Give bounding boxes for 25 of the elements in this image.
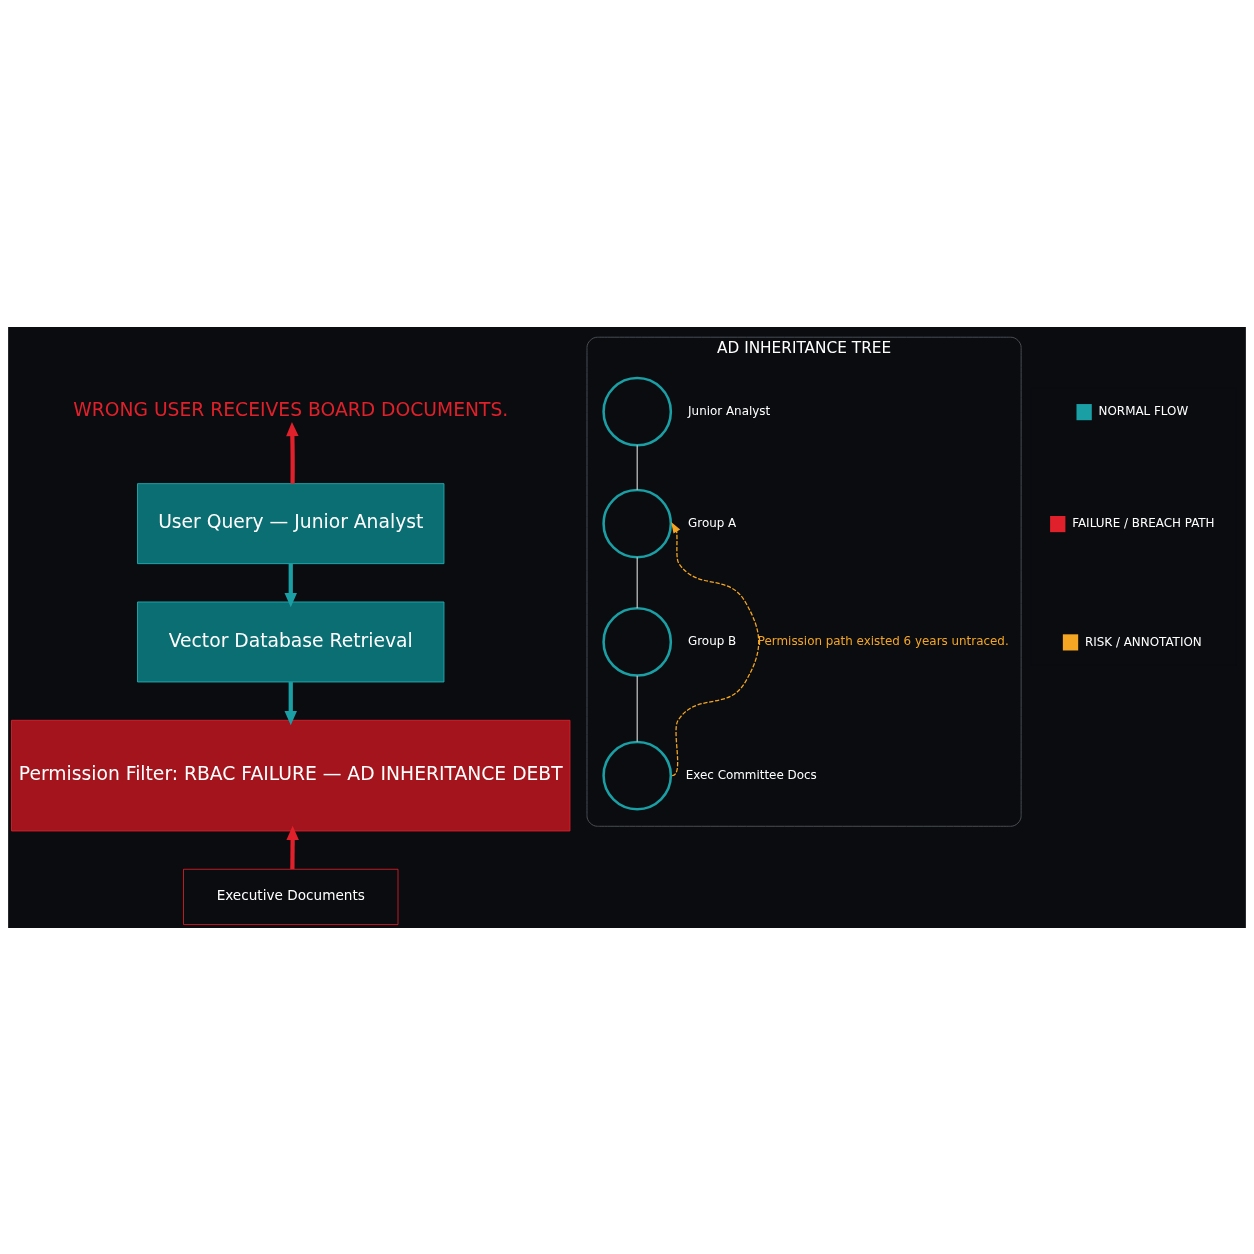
node-text: WRONG USER RECEIVES BOARD DOCUMENTS.: [73, 398, 509, 420]
node-box: Permission Filter: RBAC FAILURE — AD INHERITANCE DEBT: [11, 719, 571, 831]
node-box: Vector Database Retrieval: [137, 601, 445, 682]
connector: [636, 444, 638, 491]
node-circle: [602, 488, 673, 559]
edge-label: Permission path existed 6 years untraced.: [757, 633, 1009, 648]
arrow: [671, 521, 760, 776]
arrow: [286, 825, 299, 869]
node-circle: [602, 376, 673, 447]
connector: [636, 556, 638, 609]
legend-label: FAILURE / BREACH PATH: [1072, 515, 1215, 530]
node-label: Group A: [688, 515, 737, 530]
legend-label: RISK / ANNOTATION: [1084, 634, 1202, 649]
node-label: Group B: [688, 633, 737, 648]
node-label: Exec Committee Docs: [685, 767, 817, 782]
node-circle: [602, 740, 673, 811]
node-box: Executive Documents: [183, 868, 399, 925]
node-box: User Query — Junior Analyst: [137, 482, 445, 564]
arrow: [284, 563, 297, 607]
node-label: Junior Analyst: [688, 403, 771, 418]
connector: [636, 674, 638, 742]
node-circle: [602, 606, 673, 677]
arrow: [286, 421, 299, 484]
arrow: [284, 681, 297, 725]
legend-label: NORMAL FLOW: [1098, 403, 1189, 418]
